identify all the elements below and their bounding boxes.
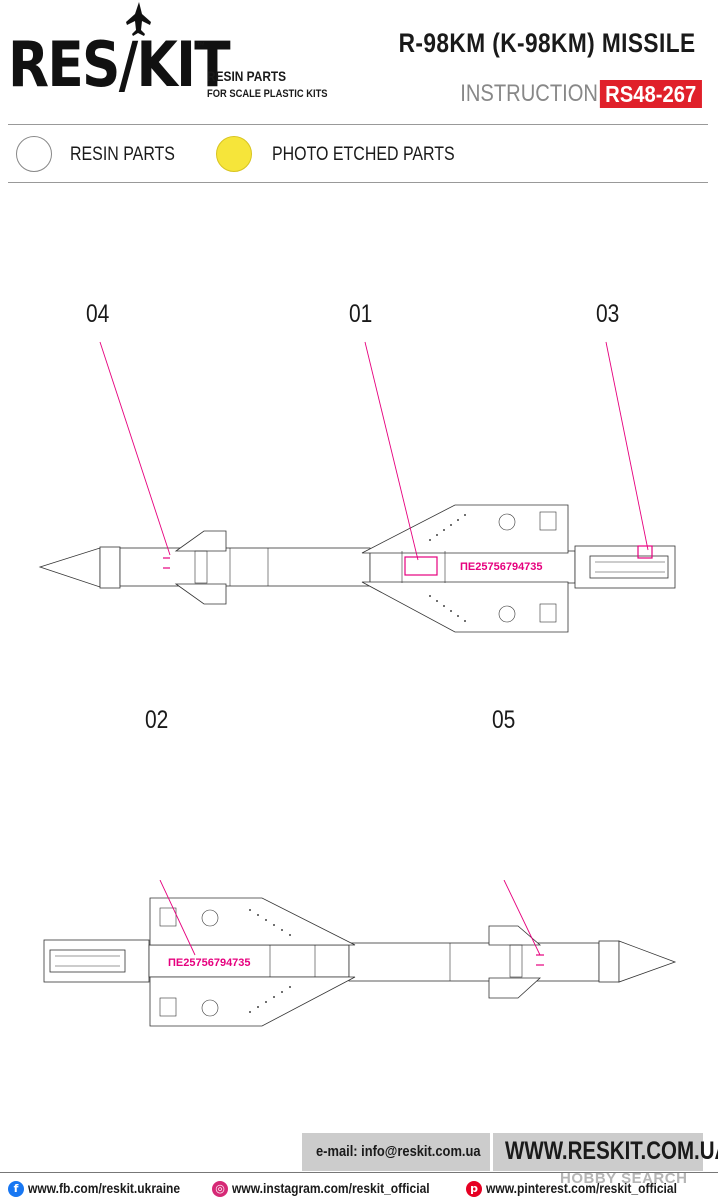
pinterest-link[interactable]: www.pinterest.com/reskit_official xyxy=(486,1180,677,1196)
legend-resin-parts: RESIN PARTS xyxy=(70,144,175,165)
reskit-logo: RES/KIT xyxy=(8,28,231,101)
product-code-badge: RS48-267 xyxy=(600,80,702,108)
callout-04: 04 xyxy=(86,300,110,328)
callout-01: 01 xyxy=(349,300,373,328)
watermark: HOBBY SEARCH xyxy=(560,1170,688,1187)
callout-02: 02 xyxy=(145,706,169,734)
facebook-icon: f xyxy=(8,1181,24,1197)
website-link[interactable]: WWW.RESKIT.COM.UA xyxy=(505,1137,718,1165)
legend-divider xyxy=(8,182,708,183)
website-box xyxy=(493,1133,703,1171)
facebook-link[interactable]: www.fb.com/reskit.ukraine xyxy=(28,1180,181,1196)
page-title: R-98KM (K-98KM) MISSILE xyxy=(399,28,696,58)
callout-05: 05 xyxy=(492,706,516,734)
header-divider xyxy=(8,124,708,125)
footer-divider xyxy=(0,1172,718,1173)
missile-bottom-view: ПЕ25756794735 xyxy=(43,880,677,1027)
tagline-scale-kits: FOR SCALE PLASTIC KITS xyxy=(207,88,328,100)
stencil-label-bottom: ПЕ25756794735 xyxy=(168,957,251,969)
tagline-resin-parts: RESIN PARTS xyxy=(207,68,287,84)
callout-03: 03 xyxy=(596,300,620,328)
missile-top-view: ПЕ25756794735 xyxy=(38,341,676,633)
resin-parts-swatch xyxy=(16,136,52,172)
photo-etched-swatch xyxy=(216,136,252,172)
email-box xyxy=(302,1133,490,1171)
instagram-icon: ◎ xyxy=(212,1181,228,1197)
email-address[interactable]: e-mail: info@reskit.com.ua xyxy=(316,1143,481,1160)
trademark: ™ xyxy=(196,40,205,50)
instagram-link[interactable]: www.instagram.com/reskit_official xyxy=(232,1180,430,1196)
instruction-label: INSTRUCTION xyxy=(460,80,598,107)
fighter-jet-logo-icon xyxy=(126,2,151,36)
legend-photo-etched-parts: PHOTO ETCHED PARTS xyxy=(272,144,455,165)
pinterest-icon: p xyxy=(466,1181,482,1197)
stencil-label-top: ПЕ25756794735 xyxy=(460,561,543,573)
